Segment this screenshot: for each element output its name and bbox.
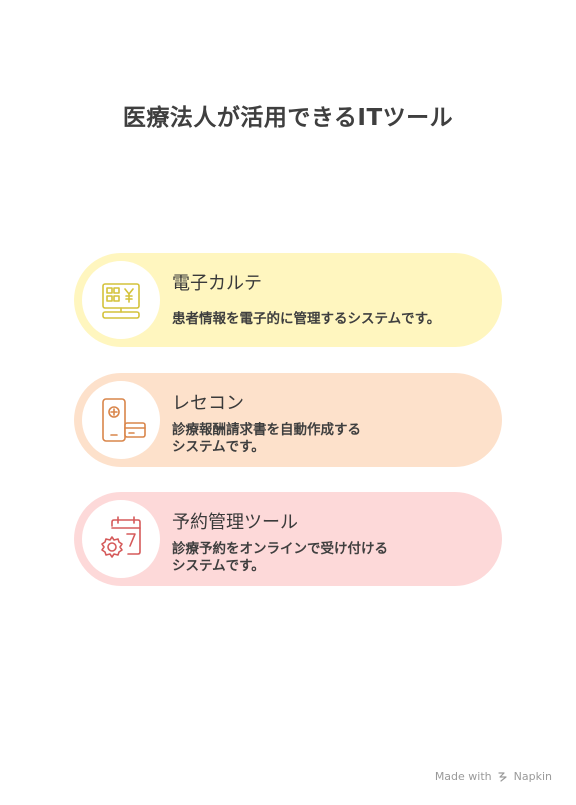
card-description: 診療予約をオンラインで受け付ける システムです。 bbox=[172, 541, 388, 574]
card-heading: 電子カルテ bbox=[172, 273, 262, 294]
tablet-card-icon bbox=[102, 398, 146, 442]
icon-circle bbox=[82, 261, 160, 339]
card-description: 診療報酬請求書を自動作成する システムです。 bbox=[172, 422, 361, 455]
icon-circle bbox=[82, 500, 160, 578]
made-with-label: Made with bbox=[434, 770, 492, 783]
card-electronic-medical-record: 電子カルテ 患者情報を電子的に管理するシステムです。 bbox=[74, 253, 502, 347]
card-rececon: レセコン 診療報酬請求書を自動作成する システムです。 bbox=[74, 373, 502, 467]
icon-circle bbox=[82, 381, 160, 459]
page-title: 医療法人が活用できるITツール bbox=[122, 105, 454, 131]
card-heading: 予約管理ツール bbox=[172, 512, 298, 533]
napkin-brand-label: Napkin bbox=[513, 770, 552, 783]
card-reservation-tool: 予約管理ツール 診療予約をオンラインで受け付ける システムです。 bbox=[74, 492, 502, 586]
monitor-keypad-yen-icon bbox=[102, 283, 140, 319]
made-with-napkin-footer[interactable]: Made with Napkin bbox=[435, 770, 552, 785]
napkin-logo-icon bbox=[498, 771, 508, 785]
card-description: 患者情報を電子的に管理するシステムです。 bbox=[172, 311, 441, 327]
card-heading: レセコン bbox=[172, 393, 244, 414]
calendar-gear-icon bbox=[101, 516, 141, 558]
